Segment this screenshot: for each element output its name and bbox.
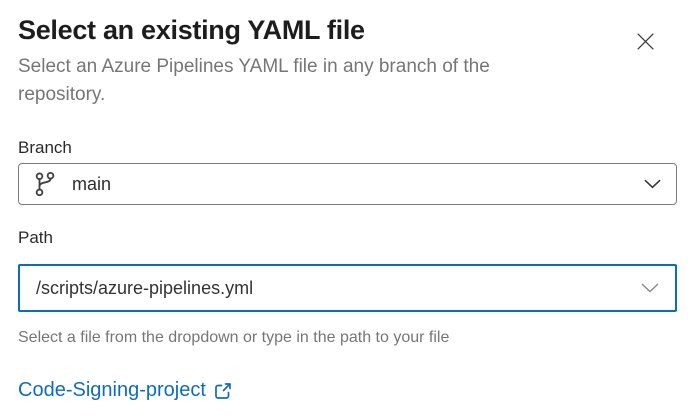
external-link-icon xyxy=(215,383,231,399)
path-label: Path xyxy=(18,228,53,247)
dialog-title: Select an existing YAML file xyxy=(18,15,365,45)
git-branch-icon xyxy=(35,171,55,196)
close-icon xyxy=(636,32,654,50)
branch-value: main xyxy=(72,173,112,194)
dialog-subtitle: Select an Azure Pipelines YAML file in a… xyxy=(18,56,490,105)
repo-link-label: Code-Signing-project xyxy=(18,379,206,401)
path-helper-text: Select a file from the dropdown or type … xyxy=(18,329,450,346)
repo-link[interactable]: Code-Signing-project xyxy=(18,379,232,402)
chevron-down-icon xyxy=(641,283,659,293)
branch-label: Branch xyxy=(18,138,72,157)
branch-dropdown[interactable]: main xyxy=(18,163,677,205)
path-combobox[interactable]: /scripts/azure-pipelines.yml xyxy=(18,264,677,312)
chevron-down-icon xyxy=(644,179,661,189)
close-button[interactable] xyxy=(630,26,660,56)
path-value: /scripts/azure-pipelines.yml xyxy=(36,277,254,298)
